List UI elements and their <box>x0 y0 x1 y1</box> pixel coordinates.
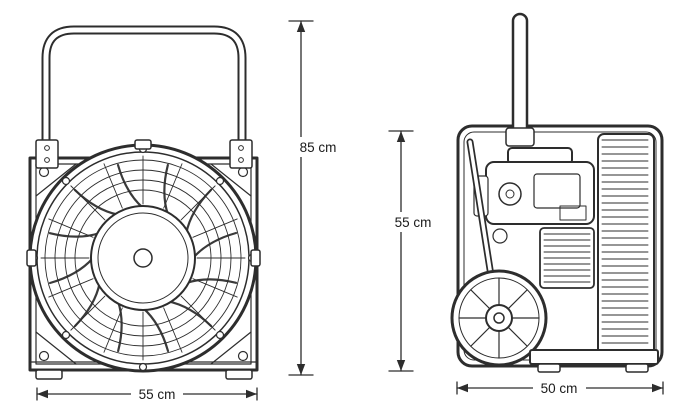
fan-hub <box>90 205 196 311</box>
front-view <box>26 25 261 380</box>
arrow-left-icon <box>457 383 468 393</box>
dimension-side-width: 50 cm <box>456 379 664 397</box>
arrow-left-icon <box>37 389 48 399</box>
dimension-side-height-label: 55 cm <box>395 215 432 230</box>
arrow-right-icon <box>246 389 257 399</box>
motor-assembly <box>473 147 595 289</box>
shroud-clips <box>26 139 261 267</box>
arrow-up-icon <box>396 131 406 142</box>
dimension-side-width-label: 50 cm <box>541 381 578 396</box>
side-view <box>450 12 664 373</box>
dimension-side-height: 55 cm <box>388 130 437 372</box>
arrow-down-icon <box>396 360 406 371</box>
side-handle <box>505 12 535 147</box>
wheel <box>450 269 548 367</box>
handle-bracket-left <box>35 139 59 169</box>
arrow-down-icon <box>296 364 306 375</box>
dimension-front-height-label: 85 cm <box>300 140 337 155</box>
arrow-up-icon <box>296 21 306 32</box>
dimension-front-width: 55 cm <box>36 385 258 403</box>
front-handle <box>35 25 253 169</box>
side-grille <box>597 133 655 361</box>
arrow-right-icon <box>652 383 663 393</box>
wheel-spokes <box>458 277 540 359</box>
dimension-front-width-label: 55 cm <box>139 387 176 402</box>
front-feet <box>35 369 253 380</box>
handle-bracket-right <box>229 139 253 169</box>
side-base <box>529 349 659 373</box>
dimension-front-height: 85 cm <box>288 20 342 376</box>
